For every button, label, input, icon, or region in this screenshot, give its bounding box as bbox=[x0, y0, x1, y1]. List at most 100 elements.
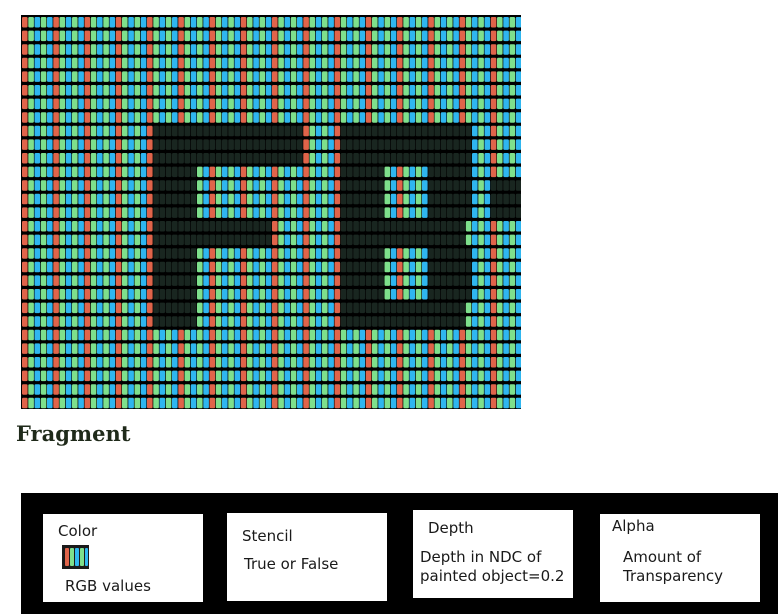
subpixel-cell bbox=[109, 275, 116, 286]
subpixel-cell bbox=[22, 180, 28, 191]
subpixel-cell bbox=[172, 357, 178, 368]
subpixel-cell bbox=[447, 71, 453, 82]
subpixel-cell bbox=[28, 316, 34, 327]
subpixel-cell bbox=[178, 166, 184, 178]
subpixel-cell bbox=[509, 397, 516, 409]
subpixel-cell bbox=[453, 166, 459, 178]
subpixel-cell bbox=[22, 329, 28, 341]
subpixel-cell bbox=[340, 112, 347, 123]
subpixel-cell bbox=[497, 302, 503, 314]
subpixel-cell bbox=[459, 275, 466, 286]
subpixel-cell bbox=[259, 30, 266, 42]
depth-description-line-1: Depth in NDC of bbox=[420, 548, 542, 566]
subpixel-cell bbox=[222, 44, 228, 55]
subpixel-cell bbox=[403, 343, 409, 354]
subpixel-cell bbox=[447, 112, 453, 123]
subpixel-cell bbox=[365, 221, 372, 232]
subpixel-cell bbox=[134, 153, 141, 164]
subpixel-cell bbox=[309, 234, 316, 246]
subpixel-cell bbox=[490, 153, 497, 164]
subpixel-cell bbox=[84, 30, 91, 42]
subpixel-cell bbox=[40, 302, 47, 314]
subpixel-cell bbox=[165, 397, 172, 409]
subpixel-cell bbox=[28, 98, 34, 110]
subpixel-cell bbox=[122, 166, 128, 178]
subpixel-cell bbox=[503, 85, 509, 96]
subpixel-cell bbox=[34, 302, 41, 314]
subpixel-cell bbox=[447, 316, 453, 327]
subpixel-cell bbox=[184, 180, 191, 191]
subpixel-cell bbox=[84, 139, 91, 150]
subpixel-cell bbox=[309, 275, 316, 286]
subpixel-cell bbox=[290, 193, 297, 205]
subpixel-cell bbox=[109, 357, 116, 368]
subpixel-cell bbox=[265, 384, 272, 395]
subpixel-cell bbox=[478, 85, 484, 96]
subpixel-cell bbox=[215, 221, 222, 232]
subpixel-cell bbox=[472, 71, 478, 82]
subpixel-cell bbox=[72, 234, 78, 246]
subpixel-cell bbox=[328, 207, 334, 218]
subpixel-cell bbox=[253, 357, 259, 368]
subpixel-cell bbox=[240, 248, 247, 259]
subpixel-cell bbox=[209, 329, 216, 341]
subpixel-cell bbox=[440, 193, 447, 205]
subpixel-cell bbox=[47, 85, 53, 96]
subpixel-cell bbox=[222, 139, 228, 150]
subpixel-cell bbox=[215, 139, 222, 150]
subpixel-cell bbox=[140, 384, 147, 395]
subpixel-cell bbox=[165, 98, 172, 110]
subpixel-cell bbox=[315, 397, 322, 409]
subpixel-cell bbox=[340, 139, 347, 150]
subpixel-cell bbox=[90, 329, 97, 341]
subpixel-cell bbox=[478, 17, 484, 28]
subpixel-cell bbox=[309, 289, 316, 300]
subpixel-cell bbox=[347, 85, 353, 96]
subpixel-cell bbox=[103, 139, 109, 150]
subpixel-cell bbox=[290, 357, 297, 368]
subpixel-cell bbox=[347, 221, 353, 232]
subpixel-cell bbox=[309, 71, 316, 82]
subpixel-cell bbox=[378, 275, 384, 286]
subpixel-cell bbox=[465, 153, 472, 164]
subpixel-cell bbox=[209, 180, 216, 191]
subpixel-cell bbox=[403, 112, 409, 123]
subpixel-cell bbox=[153, 234, 159, 246]
subpixel-cell bbox=[278, 17, 284, 28]
subpixel-cell bbox=[397, 357, 403, 368]
subpixel-cell bbox=[72, 139, 78, 150]
subpixel-cell bbox=[72, 98, 78, 110]
subpixel-cell bbox=[65, 193, 72, 205]
subpixel-cell bbox=[303, 248, 309, 259]
subpixel-cell bbox=[484, 112, 491, 123]
subpixel-cell bbox=[384, 139, 391, 150]
subpixel-cell bbox=[340, 261, 347, 273]
subpixel-cell bbox=[353, 289, 359, 300]
subpixel-cell bbox=[147, 71, 153, 82]
subpixel-cell bbox=[340, 98, 347, 110]
subpixel-cell bbox=[78, 30, 84, 42]
subpixel-cell bbox=[403, 180, 409, 191]
subpixel-cell bbox=[59, 166, 66, 178]
subpixel-cell bbox=[228, 329, 234, 341]
subpixel-cell bbox=[390, 112, 397, 123]
subpixel-cell bbox=[303, 302, 309, 314]
subpixel-cell bbox=[184, 343, 191, 354]
subpixel-cell bbox=[190, 302, 197, 314]
subpixel-cell bbox=[422, 234, 428, 246]
subpixel-cell bbox=[297, 193, 303, 205]
subpixel-cell bbox=[390, 71, 397, 82]
subpixel-cell bbox=[290, 302, 297, 314]
subpixel-cell bbox=[278, 125, 284, 137]
subpixel-cell bbox=[159, 139, 166, 150]
subpixel-cell bbox=[347, 139, 353, 150]
subpixel-cell bbox=[184, 221, 191, 232]
subpixel-cell bbox=[428, 57, 434, 69]
subpixel-cell bbox=[340, 302, 347, 314]
subpixel-cell bbox=[303, 329, 309, 341]
subpixel-cell bbox=[159, 44, 166, 55]
subpixel-cell bbox=[122, 139, 128, 150]
subpixel-cell bbox=[515, 112, 521, 123]
subpixel-cell bbox=[34, 261, 41, 273]
subpixel-cell bbox=[465, 248, 472, 259]
